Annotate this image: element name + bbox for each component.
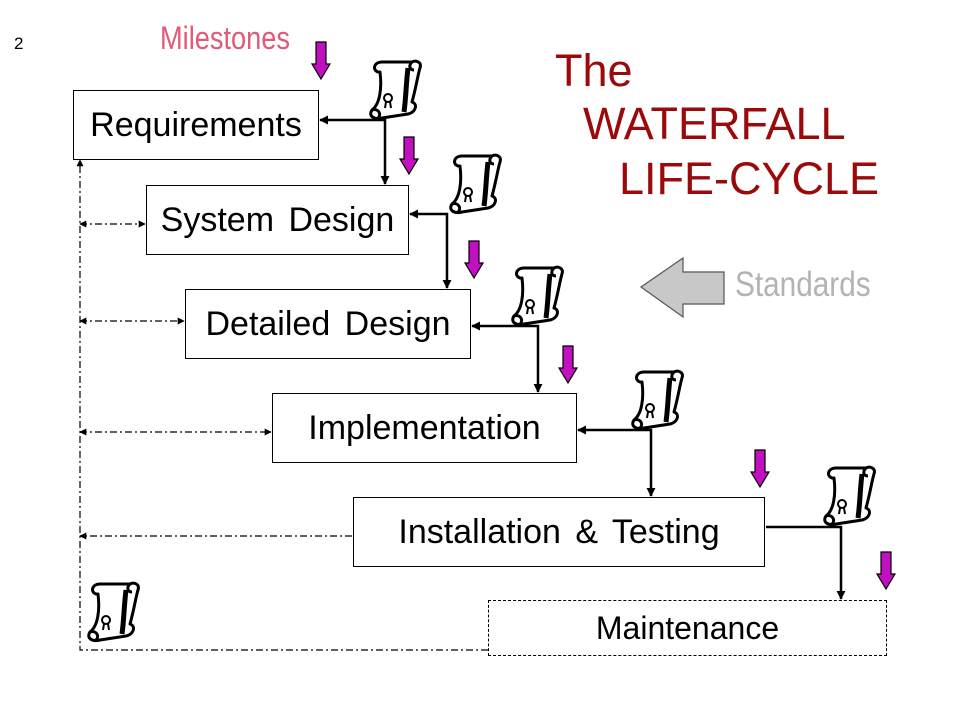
stage-installation-testing: Installation & Testing: [353, 497, 765, 567]
scroll-document-icon: [89, 583, 139, 640]
standards-arrow-icon: [639, 256, 725, 319]
flow-connector-system-detailed: [409, 209, 452, 289]
scroll-document-icon: [633, 371, 683, 428]
page-number: 2: [14, 34, 24, 53]
milestones-label: Milestones: [160, 20, 291, 56]
stage-system-design: System Design: [146, 185, 409, 255]
title-line-1: The: [555, 45, 633, 96]
title-line-3: LIFE-CYCLE: [619, 153, 880, 204]
scroll-document-icon: [451, 155, 501, 212]
stage-implementation: Implementation: [272, 393, 577, 463]
scroll-document-icon: [371, 61, 421, 118]
milestone-arrow-icon: [750, 449, 770, 488]
milestone-arrow-icon: [876, 551, 896, 590]
milestone-arrow-icon: [558, 345, 578, 384]
milestone-arrow-icon: [311, 41, 331, 80]
title-line-2: WATERFALL: [583, 98, 846, 149]
scroll-document-icon: [825, 467, 875, 524]
standards-label: Standards: [735, 265, 871, 304]
stage-detailed-design: Detailed Design: [185, 289, 471, 359]
flow-connector-installation-maintenance: [766, 525, 846, 600]
stage-maintenance: Maintenance: [488, 600, 887, 656]
flow-connector-implementation-installation: [577, 425, 656, 497]
stage-requirements: Requirements: [73, 90, 319, 160]
flow-connector-requirements-system: [319, 115, 390, 185]
feedback-line-main: [76, 159, 488, 651]
scroll-document-icon: [513, 267, 563, 324]
flow-connector-detailed-implementation: [471, 321, 543, 393]
milestone-arrow-icon: [399, 136, 419, 175]
milestone-arrow-icon: [464, 240, 484, 279]
